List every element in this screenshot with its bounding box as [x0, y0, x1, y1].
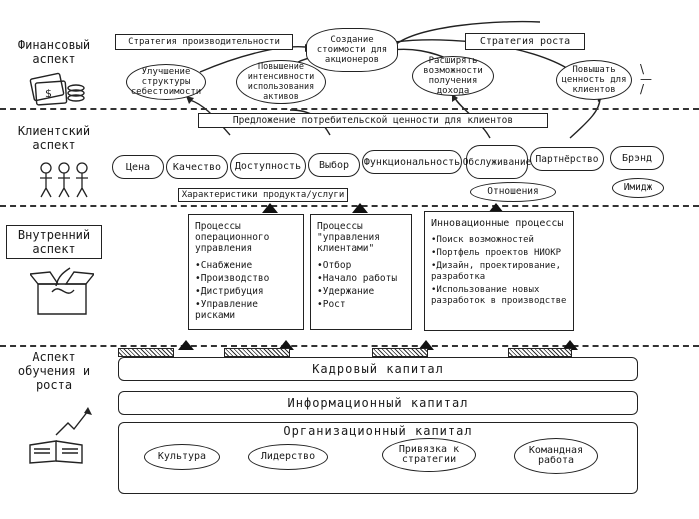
attribute-brand: Брэнд [610, 146, 664, 170]
operations-title: Процессы операционного управления [195, 221, 270, 254]
operations-item: •Производство [195, 273, 270, 284]
image-node: Имидж [612, 178, 664, 198]
innovation-item: •Поиск возможностей [431, 235, 534, 245]
org-item-leadership: Лидерство [248, 444, 328, 470]
information-capital-bar: Информационный капитал [118, 391, 638, 415]
arrow-up-customer-mgmt [352, 203, 368, 213]
org-item-alignment: Привязка к стратегии [382, 438, 476, 472]
customer-mgmt-item: •Отбор [317, 260, 352, 271]
operations-item: •Дистрибуция [195, 286, 264, 297]
customer-mgmt-item: •Рост [317, 299, 346, 310]
growth-strategy-label: Стратегия роста [479, 36, 571, 47]
operations-item: •Снабжение [195, 260, 253, 271]
customer-mgmt-item: •Удержание [317, 286, 375, 297]
perspective-learning: Аспект обучения и роста [6, 350, 102, 392]
organization-capital-label: Организационный капитал [283, 424, 473, 438]
attribute-functionality-label: Функциональность [363, 156, 461, 168]
customer-mgmt-process-box: Процессы "управления клиентами" •Отбор •… [310, 214, 412, 330]
org-item-teamwork: Командная работа [514, 438, 598, 474]
people-icon [40, 162, 88, 198]
product-service-label: Характеристики продукта/услуги [181, 190, 345, 200]
org-item-culture-label: Культура [157, 451, 207, 462]
org-item-culture: Культура [144, 444, 220, 470]
attribute-choice: Выбор [308, 153, 360, 177]
operations-item: •Управление рисками [195, 299, 258, 321]
hatch-strip [372, 348, 428, 357]
separator-internal-learning [0, 345, 699, 347]
hatch-strip [224, 348, 290, 357]
attribute-price-label: Цена [125, 161, 151, 173]
asset-utilization-label: Повышение интенсивности использования ак… [247, 62, 315, 102]
customer-mgmt-title: Процессы "управления клиентами" [317, 221, 380, 254]
shareholder-value-cloud: Создание стоимости для акционеров [306, 28, 398, 72]
innovation-process-box: Инновационные процессы •Поиск возможност… [424, 211, 574, 331]
productivity-strategy-box: Стратегия производительности [115, 34, 293, 50]
human-capital-bar: Кадровый капитал [118, 357, 638, 381]
growth-burst-lines: \—/ [640, 62, 652, 96]
relationship-node: Отношения [470, 182, 556, 202]
cost-structure-label: Улучшение структуры себестоимости [130, 67, 202, 97]
innovation-item: •Использование новых разработок в произв… [431, 285, 567, 306]
perspective-customer-label: Клиентский аспект [17, 124, 91, 152]
perspective-internal-label: Внутренний аспект [6, 225, 102, 259]
attribute-quality: Качество [166, 155, 228, 179]
asset-utilization-node: Повышение интенсивности использования ак… [236, 60, 326, 104]
growth-strategy-box: Стратегия роста [465, 33, 585, 50]
cost-structure-node: Улучшение структуры себестоимости [126, 64, 206, 100]
org-item-leadership-label: Лидерство [260, 451, 316, 462]
perspective-internal: Внутренний аспект [6, 225, 102, 259]
separator-customer-internal [0, 205, 699, 207]
innovation-item: •Дизайн, проектирование, разработка [431, 261, 562, 282]
arrow-up-innovation [488, 203, 504, 213]
org-item-alignment-label: Привязка к стратегии [398, 444, 460, 465]
attribute-choice-label: Выбор [318, 159, 350, 171]
revenue-opportunities-node: Расширять возможности получения дохода [412, 56, 494, 96]
human-capital-label: Кадровый капитал [312, 362, 444, 376]
perspective-financial: Финансовый аспект [6, 38, 102, 66]
value-proposition-label: Предложение потребительской ценности для… [232, 115, 514, 126]
shareholder-value-label: Создание стоимости для акционеров [316, 35, 388, 65]
attribute-availability: Доступность [230, 153, 306, 179]
org-item-teamwork-label: Командная работа [528, 445, 584, 466]
innovation-item: •Портфель проектов НИОКР [431, 248, 562, 258]
hatch-strip [118, 348, 174, 357]
image-label: Имидж [623, 182, 653, 193]
perspective-financial-label: Финансовый аспект [17, 38, 91, 66]
relationship-label: Отношения [487, 186, 539, 197]
attribute-service-label: Обслуживание [462, 156, 532, 168]
innovation-title: Инновационные процессы [431, 218, 564, 229]
svg-text:$: $ [45, 87, 52, 100]
information-capital-label: Информационный капитал [287, 396, 469, 410]
arrow-up-learning-4 [562, 340, 578, 350]
book-growth-icon [29, 407, 92, 464]
value-proposition-box: Предложение потребительской ценности для… [198, 113, 548, 128]
customer-value-label: Повышать ценность для клиентов [561, 65, 627, 95]
perspective-customer: Клиентский аспект [6, 124, 102, 152]
product-service-box: Характеристики продукта/услуги [178, 188, 348, 202]
perspective-learning-label: Аспект обучения и роста [17, 350, 91, 392]
arrow-up-learning-2 [278, 340, 294, 350]
arrow-up-operations [262, 203, 278, 213]
attribute-price: Цена [112, 155, 164, 179]
attribute-brand-label: Брэнд [621, 152, 653, 164]
money-icon: $ [29, 72, 85, 106]
revenue-opportunities-label: Расширять возможности получения дохода [423, 56, 483, 96]
arrow-up-learning-3 [418, 340, 434, 350]
customer-mgmt-item: •Начало работы [317, 273, 398, 284]
attribute-quality-label: Качество [172, 161, 222, 173]
separator-financial-customer [0, 108, 699, 110]
attribute-partnership: Партнёрство [530, 147, 604, 171]
box-icon [30, 267, 94, 315]
operations-process-box: Процессы операционного управления •Снабж… [188, 214, 304, 330]
attribute-functionality: Функциональность [362, 150, 462, 174]
attribute-partnership-label: Партнёрство [535, 153, 599, 165]
attribute-availability-label: Доступность [234, 160, 302, 172]
arrow-up-learning-1 [178, 340, 194, 350]
hatch-strip [508, 348, 572, 357]
attribute-service: Обслуживание [463, 145, 531, 179]
customer-value-node: Повышать ценность для клиентов [556, 60, 632, 100]
productivity-strategy-label: Стратегия производительности [128, 37, 280, 47]
